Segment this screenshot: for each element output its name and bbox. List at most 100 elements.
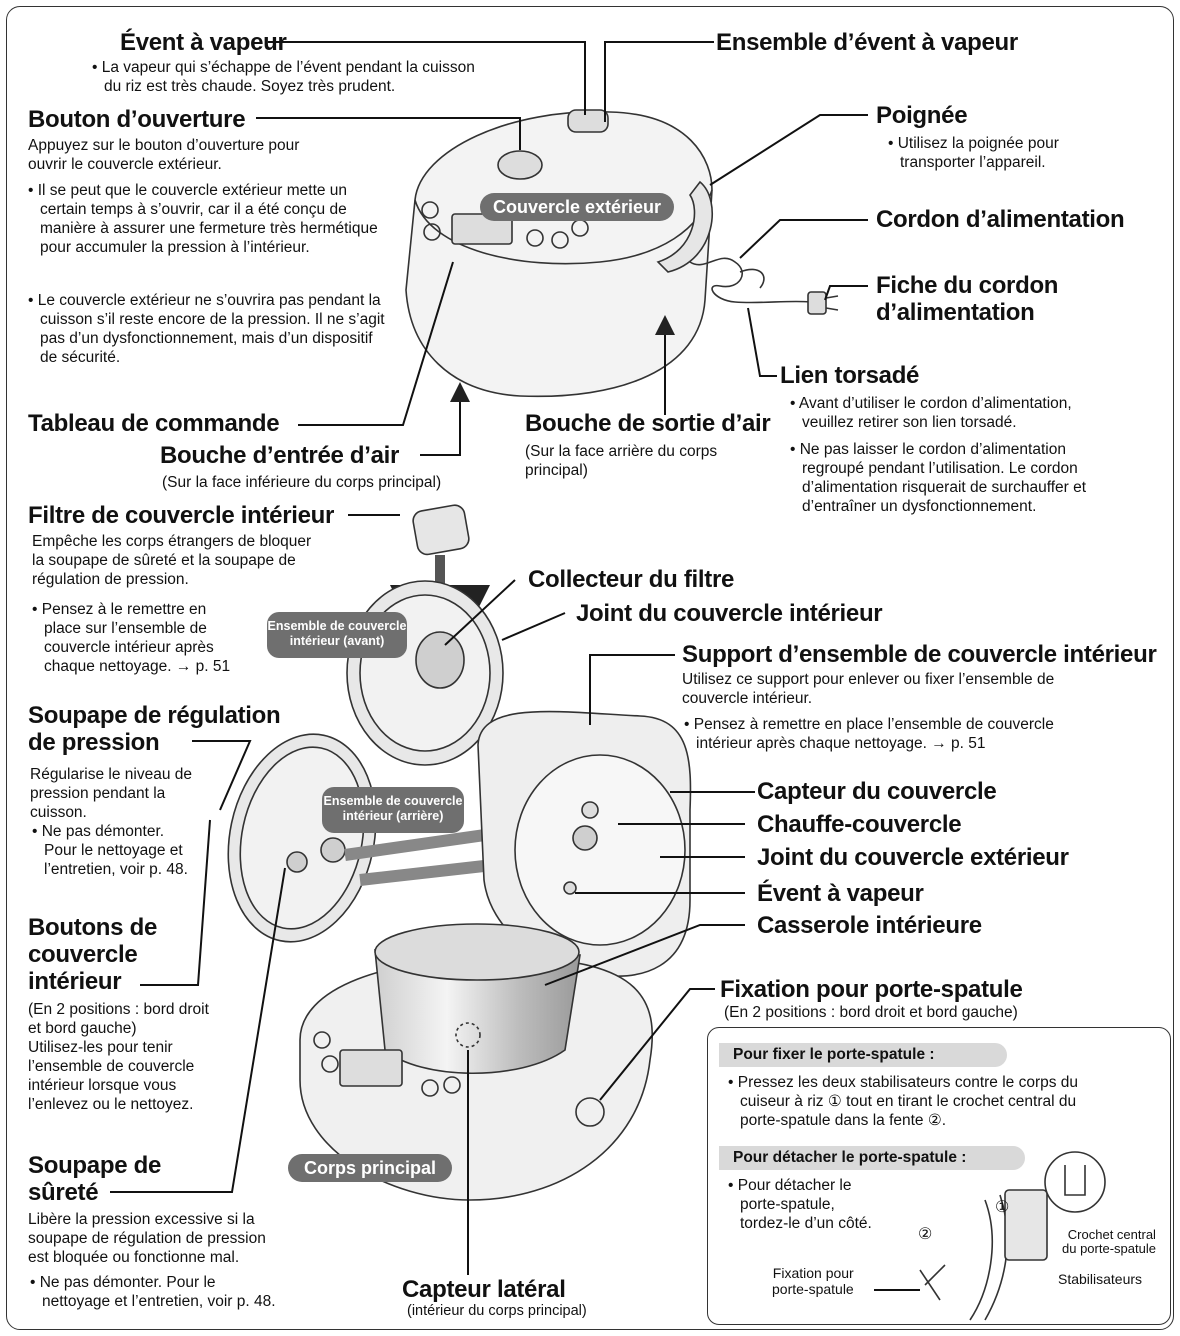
open-button-note-1: • Il se peut que le couvercle extérieur … bbox=[28, 181, 392, 257]
air-exhaust-desc-l2: principal) bbox=[525, 462, 588, 479]
twist-tie-note-2-l1: Ne pas laisser le cordon d’alimentation bbox=[800, 441, 1066, 458]
air-exhaust-title: Bouche de sortie d’air bbox=[525, 410, 770, 437]
spatula-holder-mount-desc: (En 2 positions : bord droit et bord gau… bbox=[724, 1003, 1018, 1022]
twist-tie-note-2: • Ne pas laisser le cordon d’alimentatio… bbox=[790, 440, 1086, 516]
spatula-holder-mount-title: Fixation pour porte-spatule bbox=[720, 976, 1023, 1003]
power-cord-title: Cordon d’alimentation bbox=[876, 206, 1124, 233]
side-sensor-title: Capteur latéral bbox=[402, 1276, 566, 1303]
central-hook-label-l1: Crochet central bbox=[1068, 1227, 1156, 1242]
inner-lid-holder-note: • Pensez à remettre en place l’ensemble … bbox=[684, 715, 1054, 753]
handle-note: • Utilisez la poignée pourtransporter l’… bbox=[888, 134, 1059, 172]
holder-mount-small-label-l2: porte-spatule bbox=[772, 1281, 854, 1297]
inner-lid-holder-desc: Utilisez ce support pour enlever ou fixe… bbox=[682, 670, 1054, 708]
inner-lid-buttons-desc-l6: l’enlevez ou le nettoyez. bbox=[28, 1096, 193, 1113]
filter-desc-l2: la soupape de sûreté et la soupape de bbox=[32, 552, 296, 569]
inner-lid-buttons-desc: (En 2 positions : bord droitet bord gauc… bbox=[28, 1000, 209, 1114]
twist-tie-note-1-l1: Avant d’utiliser le cordon d’alimentatio… bbox=[799, 395, 1072, 412]
inner-lid-buttons-desc-l3: Utilisez-les pour tenir bbox=[28, 1039, 173, 1056]
pressure-valve-title-l2: de pression bbox=[28, 729, 159, 756]
inner-lid-buttons-desc-l5: intérieur lorsque vous bbox=[28, 1077, 176, 1094]
inner-lid-buttons-title: Boutons decouvercleintérieur bbox=[28, 914, 157, 995]
attach-holder-note: • Pressez les deux stabilisateurs contre… bbox=[728, 1073, 1078, 1130]
inner-lid-holder-desc-l2: couvercle intérieur. bbox=[682, 690, 812, 707]
twist-tie-note-1-l2: veuillez retirer son lien torsadé. bbox=[802, 414, 1017, 431]
steam-vent-note-l1: La vapeur qui s’échappe de l’évent penda… bbox=[102, 59, 475, 76]
safety-valve-note-l2: nettoyage et l’entretien, voir p. 48. bbox=[42, 1293, 276, 1310]
filter-note-l2: place sur l’ensemble de bbox=[44, 620, 207, 637]
outer-lid-label: Couvercle extérieur bbox=[480, 193, 674, 221]
inner-lid-back-label-l1: Ensemble de couvercle bbox=[324, 794, 463, 808]
side-sensor-desc: (intérieur du corps principal) bbox=[407, 1303, 587, 1319]
safety-valve-title-l1: Soupape de bbox=[28, 1152, 161, 1179]
lid-heater-title: Chauffe-couvercle bbox=[757, 811, 961, 838]
plug-title-l2: d’alimentation bbox=[876, 299, 1034, 326]
detach-holder-note: • Pour détacher leporte-spatule,tordez-l… bbox=[728, 1176, 872, 1233]
filter-note-l3: couvercle intérieur après bbox=[44, 639, 214, 656]
control-panel-title: Tableau de commande bbox=[28, 410, 279, 437]
inner-lid-buttons-title-l2: couvercle bbox=[28, 941, 137, 968]
safety-valve-title: Soupape desûreté bbox=[28, 1152, 161, 1206]
filter-desc: Empêche les corps étrangers de bloquer la… bbox=[32, 532, 311, 589]
twist-tie-note-1: • Avant d’utiliser le cordon d’alimentat… bbox=[790, 394, 1072, 432]
detach-holder-note-l2: porte-spatule, bbox=[740, 1196, 835, 1213]
steam-vent-2-title: Évent à vapeur bbox=[757, 880, 924, 907]
handle-title: Poignée bbox=[876, 102, 967, 129]
pressure-valve-note-l2: Pour le nettoyage et bbox=[44, 842, 183, 859]
pressure-valve-desc-l2: pression pendant la bbox=[30, 785, 165, 802]
filter-desc-l1: Empêche les corps étrangers de bloquer bbox=[32, 533, 311, 550]
filter-note-l4: chaque nettoyage. → p. 51 bbox=[44, 658, 230, 675]
filter-note: • Pensez à le remettre enplace sur l’ens… bbox=[32, 600, 230, 676]
inner-lid-holder-note-l1: Pensez à remettre en place l’ensemble de… bbox=[694, 716, 1054, 733]
inner-lid-gasket-title: Joint du couvercle intérieur bbox=[576, 600, 882, 627]
handle-note-l1: Utilisez la poignée pour bbox=[898, 135, 1059, 152]
filter-desc-l3: régulation de pression. bbox=[32, 571, 189, 588]
safety-valve-desc-l1: Libère la pression excessive si la bbox=[28, 1211, 255, 1228]
pressure-valve-note-l1: Ne pas démonter. bbox=[42, 823, 164, 840]
pressure-valve-note: • Ne pas démonter.Pour le nettoyage etl’… bbox=[32, 822, 188, 879]
lid-sensor-title: Capteur du couvercle bbox=[757, 778, 996, 805]
steam-vent-title: Évent à vapeur bbox=[120, 29, 287, 56]
filter-title: Filtre de couvercle intérieur bbox=[28, 502, 334, 529]
inner-lid-front-label-l2: intérieur (avant) bbox=[290, 634, 384, 648]
twist-tie-title: Lien torsadé bbox=[780, 362, 919, 389]
detach-holder-note-l1: Pour détacher le bbox=[738, 1177, 852, 1194]
attach-holder-heading: Pour fixer le porte-spatule : bbox=[719, 1043, 1007, 1067]
inner-lid-buttons-desc-l1: (En 2 positions : bord droit bbox=[28, 1001, 209, 1018]
safety-valve-title-l2: sûreté bbox=[28, 1179, 98, 1206]
open-button-note-1-text: Il se peut que le couvercle extérieur me… bbox=[38, 182, 378, 256]
central-hook-label-l2: du porte-spatule bbox=[1062, 1241, 1156, 1256]
pressure-valve-desc: Régularise le niveau depression pendant … bbox=[30, 765, 192, 822]
closed-cooker bbox=[406, 110, 712, 396]
outer-lid-gasket-title: Joint du couvercle extérieur bbox=[757, 844, 1069, 871]
air-exhaust-desc-l1: (Sur la face arrière du corps bbox=[525, 443, 717, 460]
open-button-desc-l2: ouvrir le couvercle extérieur. bbox=[28, 156, 222, 173]
pressure-valve-desc-l3: cuisson. bbox=[30, 804, 87, 821]
inner-lid-holder-note-l2: intérieur après chaque nettoyage. → p. 5… bbox=[696, 735, 986, 752]
stabilizers-label: Stabilisateurs bbox=[1058, 1271, 1142, 1287]
air-intake-title: Bouche d’entrée d’air bbox=[160, 442, 399, 469]
steam-vent-note: • La vapeur qui s’échappe de l’évent pen… bbox=[92, 58, 574, 96]
inner-lid-back-label-l2: intérieur (arrière) bbox=[343, 809, 444, 823]
step-1-marker: ① bbox=[995, 1197, 1009, 1217]
inner-lid-holder-title: Support d’ensemble de couvercle intérieu… bbox=[682, 641, 1157, 668]
inner-lid-buttons-title-l3: intérieur bbox=[28, 968, 121, 995]
main-body-label: Corps principal bbox=[288, 1154, 452, 1182]
open-button-note-2: • Le couvercle extérieur ne s’ouvrira pa… bbox=[28, 291, 392, 367]
open-button-note-2-text: Le couvercle extérieur ne s’ouvrira pas … bbox=[38, 292, 385, 366]
twist-tie-note-2-l3: d’alimentation risquerait de surchauffer… bbox=[802, 479, 1086, 496]
holder-mount-small-label-l1: Fixation pour bbox=[773, 1265, 854, 1281]
holder-mount-small-label: Fixation pourporte-spatule bbox=[772, 1265, 854, 1297]
air-exhaust-desc: (Sur la face arrière du corps principal) bbox=[525, 442, 717, 480]
pressure-valve-title-l1: Soupape de régulation bbox=[28, 702, 280, 729]
safety-valve-desc: Libère la pression excessive si lasoupap… bbox=[28, 1210, 266, 1267]
inner-lid-buttons-title-l1: Boutons de bbox=[28, 914, 157, 941]
filter-note-l1: Pensez à le remettre en bbox=[42, 601, 207, 618]
inner-lid-back-label: Ensemble de couvercleintérieur (arrière) bbox=[322, 787, 464, 833]
attach-holder-note-l3: porte-spatule dans la fente ②. bbox=[740, 1112, 946, 1129]
steam-vent-assembly-title: Ensemble d’évent à vapeur bbox=[716, 29, 1018, 56]
open-button-desc-l1: Appuyez sur le bouton d’ouverture pour bbox=[28, 137, 299, 154]
plug-title-l1: Fiche du cordon bbox=[876, 272, 1058, 299]
open-button-desc: Appuyez sur le bouton d’ouverture pour ou… bbox=[28, 136, 299, 174]
open-button-title: Bouton d’ouverture bbox=[28, 106, 245, 133]
pressure-valve-note-l3: l’entretien, voir p. 48. bbox=[44, 861, 188, 878]
